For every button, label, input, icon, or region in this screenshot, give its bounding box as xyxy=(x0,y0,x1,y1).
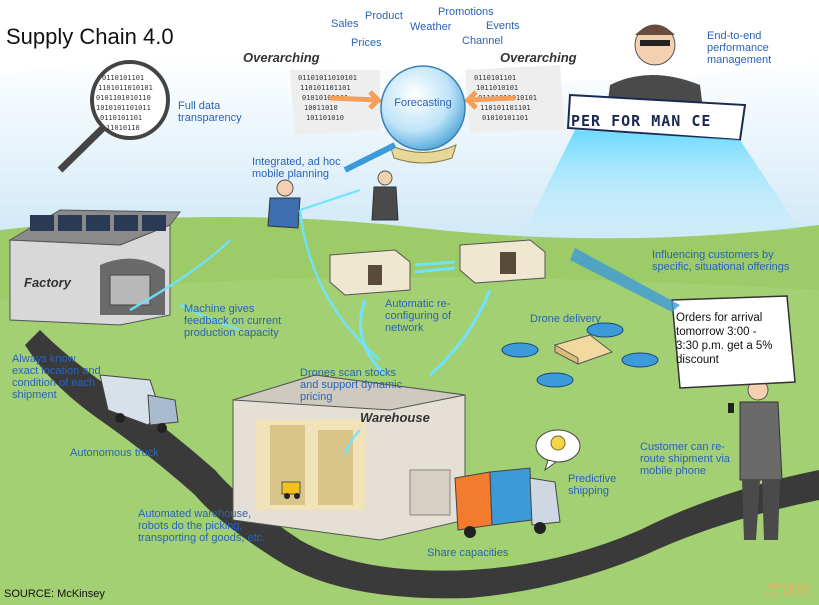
customer-person-figure xyxy=(728,379,783,540)
drones-scan-label: Drones scan stocks and support dynamic p… xyxy=(300,367,403,403)
input-prices: Prices xyxy=(351,37,382,49)
share-capacities-label: Share capacities xyxy=(427,547,509,559)
binary-row-7: 1011010101 xyxy=(476,84,518,92)
input-promotions: Promotions xyxy=(438,6,494,18)
end-to-end-label: End-to-end performance management xyxy=(707,30,772,66)
data-strip-left xyxy=(290,70,380,135)
network-warehouse-b xyxy=(459,239,546,284)
hand-pointer-icon xyxy=(570,248,680,312)
integrated-planning-label: Integrated, ad hoc mobile planning xyxy=(252,156,341,180)
always-know-label: Always know exact location and condition… xyxy=(12,353,101,401)
influencing-label: Influencing customers by specific, situa… xyxy=(652,249,790,273)
lightbulb-bubble-icon xyxy=(535,429,581,472)
predictive-shipping-label: Predictive shipping xyxy=(568,473,617,497)
performance-banner-text: PER FOR MAN CE xyxy=(571,112,712,130)
offer-sign-text: Orders for arrival tomorrow 3:00 - 3:30 … xyxy=(676,312,773,366)
input-events: Events xyxy=(486,20,520,32)
autonomous-truck-label: Autonomous truck xyxy=(70,447,159,459)
svg-text:1010101101011: 1010101101011 xyxy=(96,104,151,112)
svg-text:0110101101: 0110101101 xyxy=(100,114,142,122)
arrow-left-icon xyxy=(329,90,385,110)
binary-row-9: 110101101101 xyxy=(480,104,531,112)
svg-text:0101101010110: 0101101010110 xyxy=(96,94,151,102)
auto-reconfig-label: Automatic re-configuring of network xyxy=(385,298,452,334)
network-cycle-arrows xyxy=(359,260,492,377)
input-sales: Sales xyxy=(331,18,359,30)
overarching-left-label: Overarching xyxy=(243,50,320,65)
arrow-right-icon xyxy=(461,90,516,110)
forklift-robot-icon xyxy=(281,481,301,499)
binary-row-2: 110101101101 xyxy=(300,84,351,92)
shared-truck-icon xyxy=(454,467,561,538)
input-channel: Channel xyxy=(462,35,503,47)
svg-text:0110101101: 0110101101 xyxy=(102,74,144,82)
full-data-transparency-label: Full data transparency xyxy=(178,100,242,124)
svg-text:1101011010101: 1101011010101 xyxy=(98,84,153,92)
network-warehouse-a xyxy=(329,249,411,296)
factory-building xyxy=(8,209,182,326)
automated-warehouse-label: Automated warehouse, robots do the picki… xyxy=(138,508,266,544)
binary-row-4: 10011010 xyxy=(304,104,338,112)
page-title: Supply Chain 4.0 xyxy=(6,24,174,49)
crystal-ball-icon xyxy=(380,65,466,164)
input-product: Product xyxy=(365,10,403,22)
main-warehouse xyxy=(232,374,466,541)
drone-delivery-label: Drone delivery xyxy=(530,313,601,325)
svg-text:11010110: 11010110 xyxy=(106,124,140,132)
binary-row-6: 0110101101 xyxy=(474,74,516,82)
mobile-person-figure xyxy=(371,170,399,221)
planner-person-figure xyxy=(267,179,301,229)
binary-row-3: 01010101101 xyxy=(302,94,348,102)
delivery-drone-icon xyxy=(501,322,659,388)
forecasting-label: Forecasting xyxy=(394,97,452,109)
road xyxy=(25,330,819,599)
binary-row-10: 01010101101 xyxy=(482,114,528,122)
watermark-logo: 思谋网 xyxy=(765,583,813,599)
overarching-right-label: Overarching xyxy=(500,50,577,65)
magnifier-icon: 0110101101 1101011010101 0101101010110 1… xyxy=(57,60,170,173)
customer-reroute-label: Customer can re-route shipment via mobil… xyxy=(640,441,730,477)
binary-row-1: 01101011010101 xyxy=(298,74,357,82)
source-note: SOURCE: McKinsey xyxy=(4,588,105,600)
binary-left: 01101011010101 110101101101 01010101101 … xyxy=(298,74,357,122)
planning-arrow-icon xyxy=(343,142,397,173)
factory-label: Factory xyxy=(24,275,71,290)
input-weather: Weather xyxy=(410,21,452,33)
machine-feedback-label: Machine gives feedback on current produc… xyxy=(184,303,282,339)
performance-beam xyxy=(520,130,800,240)
warehouse-label: Warehouse xyxy=(360,410,430,425)
autonomous-truck-icon xyxy=(99,374,179,433)
binary-row-5: 101101010 xyxy=(306,114,344,122)
offer-sign xyxy=(671,295,796,389)
